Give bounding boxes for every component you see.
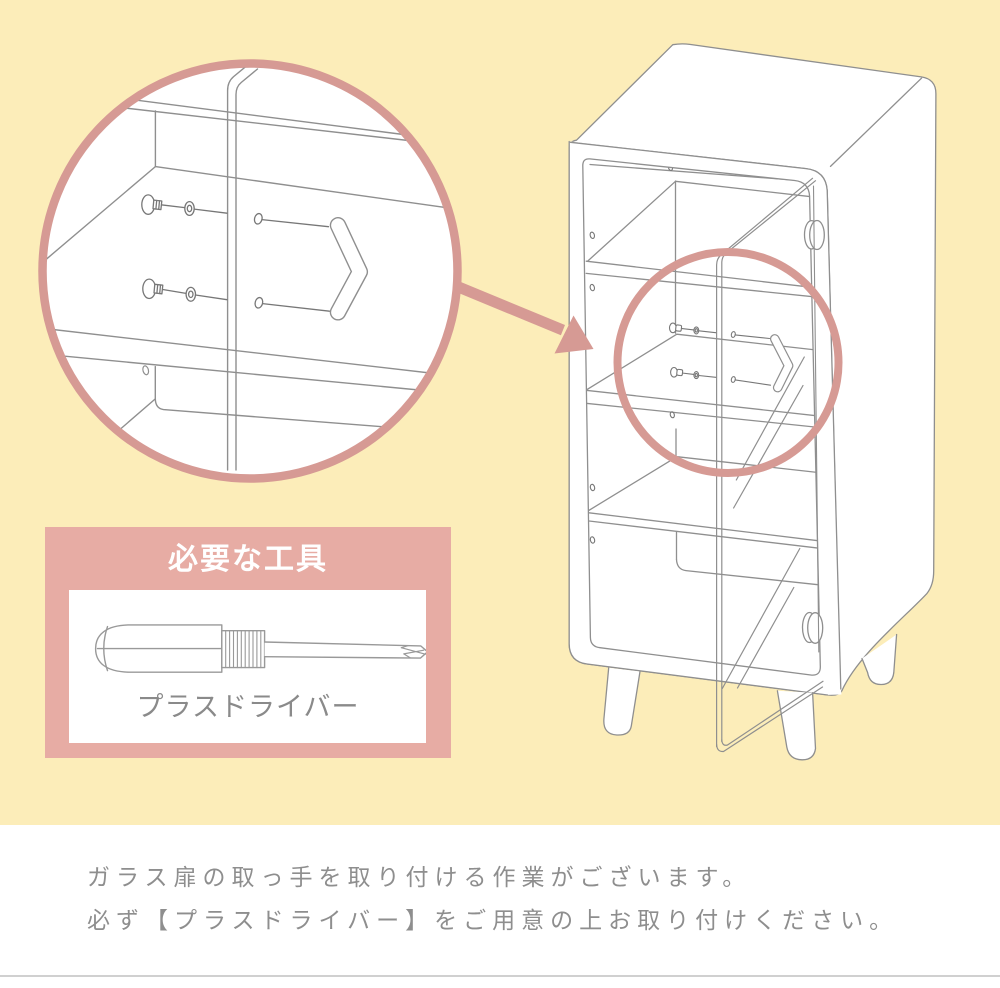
shelf-top bbox=[585, 180, 821, 299]
magnified-door-edge bbox=[226, 67, 259, 471]
leg-front-right bbox=[776, 690, 817, 761]
highlight-ring-cabinet bbox=[613, 248, 843, 477]
door-handle-magnified bbox=[329, 217, 369, 321]
instruction-line-1: ガラス扉の取っ手を取り付ける作業がございます。 bbox=[87, 864, 752, 890]
tools-box-inner bbox=[69, 590, 429, 743]
tools-box-title: 必要な工具 bbox=[168, 543, 328, 576]
door-handle-cabinet bbox=[770, 334, 794, 393]
assembly-illustration bbox=[38, 43, 937, 761]
illustration-panel: 必要な工具 bbox=[0, 0, 1000, 825]
required-tools-box: 必要な工具 bbox=[45, 527, 451, 758]
door-knob-bottom bbox=[801, 611, 824, 644]
glass-reflection-lines bbox=[721, 356, 805, 690]
leg-front-left bbox=[603, 667, 641, 736]
divider-line bbox=[0, 975, 1000, 977]
cabinet-front-frame bbox=[569, 141, 842, 695]
instructions-panel: ガラス扉の取っ手を取り付ける作業がございます。 必ず【プラスドライバー】をご用意… bbox=[0, 825, 1000, 988]
instruction-line-2: 必ず【プラスドライバー】をご用意の上お取り付けください。 bbox=[87, 907, 899, 933]
cabinet-illustration bbox=[568, 43, 937, 761]
cabinet-legs bbox=[603, 633, 898, 761]
shelf-pin-holes bbox=[589, 163, 675, 544]
magnified-content bbox=[46, 67, 445, 471]
zoom-arrow bbox=[445, 277, 594, 354]
handle-screws-magnified bbox=[141, 194, 331, 312]
magnified-screw-top bbox=[141, 194, 330, 228]
screw-row-bottom bbox=[670, 366, 772, 386]
instruction-text: ガラス扉の取っ手を取り付ける作業がございます。 必ず【プラスドライバー】をご用意… bbox=[87, 856, 898, 942]
cabinet-opening-edge bbox=[582, 158, 821, 676]
screwdriver-icon bbox=[94, 624, 429, 673]
magnifier-detail-circle bbox=[38, 59, 462, 483]
screw-row-top bbox=[668, 322, 771, 340]
tool-label: プラスドライバー bbox=[136, 692, 360, 722]
handle-screws-cabinet bbox=[668, 322, 772, 386]
magnified-screw-bottom bbox=[142, 278, 331, 312]
cabinet-body bbox=[568, 43, 937, 696]
door-knob-top bbox=[803, 219, 825, 251]
leg-back-right bbox=[861, 633, 898, 686]
